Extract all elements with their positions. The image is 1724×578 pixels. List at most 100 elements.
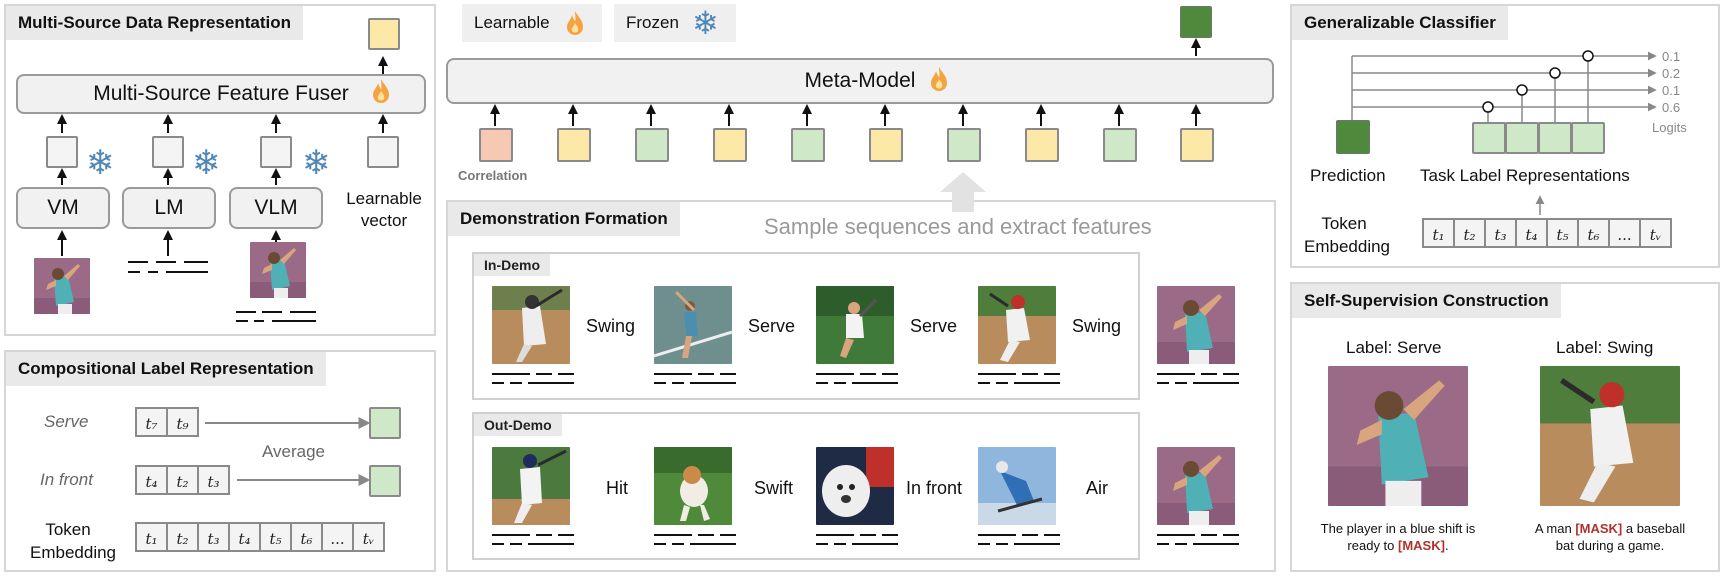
token-cell: t₄ [1515,218,1548,248]
sequence-token [1025,128,1059,162]
correlation-label: Correlation [458,168,528,183]
baseball-batter-image [978,286,1056,364]
tennis-serve-image [654,286,732,364]
logit-value: 0.1 [1662,83,1681,98]
label-swing-caption: Label: Swing [1556,338,1654,357]
out-demo-label: In front [906,478,963,498]
caption-line: The player in a blue shift is [1320,521,1476,536]
snowflake-icon: ❄ [86,144,115,182]
token-cell: tᵥ [1639,218,1672,248]
token-cell: t₅ [1546,218,1579,248]
out-demo-label: Hit [606,478,628,498]
sequence-token [869,128,903,162]
in-front-label-representation [369,465,401,497]
average-label: Average [262,442,326,461]
label-serve-caption: Label: Serve [1346,338,1442,357]
token-cell: t₅ [259,522,292,552]
in-demo-label: Serve [910,316,958,336]
feature-fuser-label: Multi-Source Feature Fuser [93,82,349,105]
lm-feature-token [152,136,184,168]
msdr-title: Multi-Source Data Representation [6,6,303,40]
logit-value: 0.6 [1662,100,1681,115]
logit-value: 0.2 [1662,66,1681,81]
token-cell: t₁ [1422,218,1455,248]
prediction-token [1336,120,1370,154]
in-demo-label: Swing [1072,316,1122,336]
dog-closeup-image [816,447,894,525]
query-tennis-image [1157,286,1235,364]
token-cell: t₆ [290,522,323,552]
demo-title: Demonstration Formation [448,202,680,236]
vm-label: VM [47,196,79,219]
sequence-token [1103,128,1137,162]
sequence-token [713,128,747,162]
tennis-player-image [34,258,90,314]
legend-learnable: Learnable [462,4,602,42]
out-demo-tag: Out-Demo [474,414,562,436]
serve-token-list: t₇ t₉ [135,407,199,437]
token-embedding-list: t₁ t₂ t₃ t₄ t₅ t₆ ... tᵥ [135,522,385,552]
snowflake-icon: ❄ [302,144,331,182]
caption-line: A man [1534,521,1576,536]
sequence-token [635,128,669,162]
snowflake-icon: ❄ [692,5,719,41]
sequence-token [791,128,825,162]
vm-block: VM [16,187,110,229]
flame-icon [567,11,583,35]
fused-feature-token [368,18,400,50]
mask-token: [MASK] [1398,538,1445,553]
out-demo-label: Swift [754,478,794,498]
token-cell: ... [1608,218,1641,248]
label-representation-token [1538,122,1572,154]
baseball-batter-image [492,286,570,364]
legend-learnable-label: Learnable [474,13,550,32]
token-cell: t₃ [197,465,230,495]
legend-frozen: Frozen ❄ [614,4,736,42]
token-cell: tᵥ [352,522,385,552]
token-cell: t₁ [135,522,168,552]
sequence-token [557,128,591,162]
learnable-vector-token [367,136,399,168]
sequence-token [1180,128,1214,162]
query-tennis-image [1157,447,1235,525]
prediction-label: Prediction [1310,166,1386,185]
tennis-serve-image [816,286,894,364]
label-in-front: In front [40,470,93,489]
task-label-representations-label: Task Label Representations [1420,166,1630,185]
legend-frozen-label: Frozen [626,13,679,32]
clr-title: Compositional Label Representation [6,352,326,386]
ssc-title: Self-Supervision Construction [1292,284,1561,318]
flame-icon [931,67,947,91]
token-cell: t₄ [228,522,261,552]
swing-photo [1540,366,1680,506]
sequence-token [947,128,981,162]
swing-masked-caption: A man [MASK] a baseball bat during a gam… [1510,520,1710,554]
label-serve: Serve [44,412,89,431]
serve-masked-caption: The player in a blue shift is ready to [… [1300,520,1496,554]
label-representation-token [1472,122,1506,154]
meta-model-label: Meta-Model [804,69,916,92]
vlm-block: VLM [229,187,323,229]
label-representation-token [1505,122,1539,154]
vm-feature-token [46,136,78,168]
snowflake-icon: ❄ [192,144,221,182]
skier-air-image [978,447,1056,525]
lm-label: LM [154,196,184,219]
token-cell: t₄ [135,465,168,495]
token-cell: t₂ [166,465,199,495]
gc-token-embedding-list: t₁ t₂ t₃ t₄ t₅ t₆ ... tᵥ [1422,218,1672,248]
logits-label: Logits [1652,120,1687,135]
caption-lines [491,373,1240,545]
in-demo-label: Serve [748,316,796,336]
dog-running-image [654,447,732,525]
serve-photo [1328,366,1468,506]
vlm-label: VLM [254,196,298,219]
flame-icon [373,79,389,103]
out-demo-label: Air [1086,478,1108,498]
meta-model-block: Meta-Model [446,58,1274,104]
serve-label-representation [369,407,401,439]
